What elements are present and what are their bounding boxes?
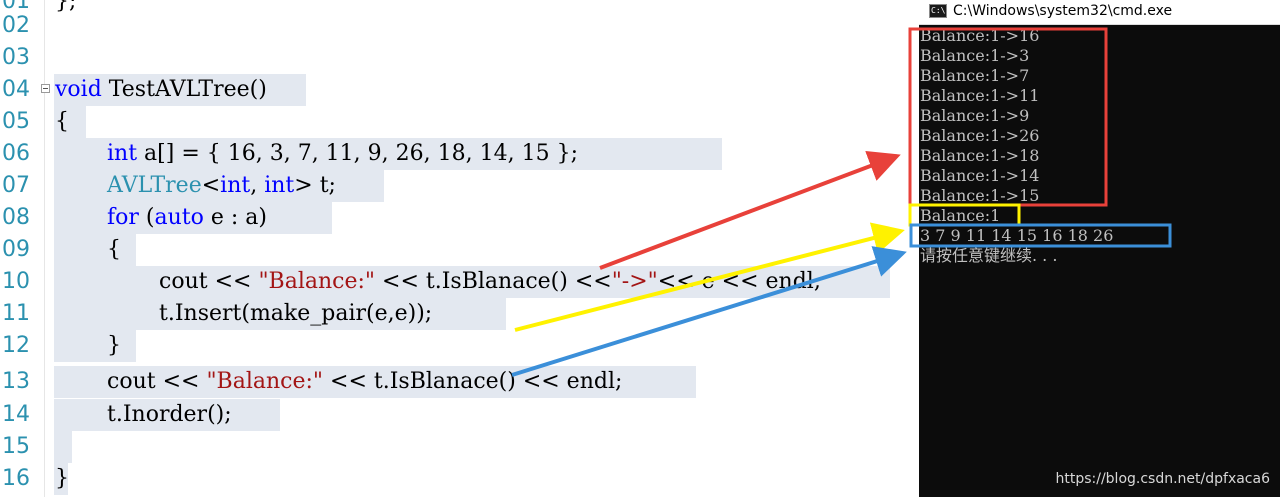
code-text: AVLTree<int, int> t;	[107, 173, 336, 198]
line-number: 08	[2, 205, 30, 230]
code-text: cout << "Balance:" << t.IsBlanace() <<"-…	[159, 269, 822, 294]
line-number: 13	[2, 369, 30, 394]
code-editor[interactable]: 01 }; 02 03 04 void TestAVLTree() 05 { 0…	[0, 0, 920, 497]
console-output-line: Balance:1->18	[920, 146, 1040, 165]
code-line-11: 11 t.Insert(make_pair(e,e));	[0, 298, 920, 330]
line-number: 06	[2, 141, 30, 166]
console-output-line: Balance:1->7	[920, 66, 1030, 85]
console-output-line: 3 7 9 11 14 15 16 18 26	[920, 226, 1114, 245]
code-line-09: 09 {	[0, 234, 920, 266]
code-line-01: 01 };	[0, 0, 920, 18]
line-highlight	[54, 234, 136, 266]
cmd-window[interactable]: C:\ C:\Windows\system32\cmd.exe Balance:…	[919, 0, 1280, 497]
line-number: 16	[2, 466, 30, 491]
line-number: 11	[2, 301, 30, 326]
watermark: https://blog.csdn.net/dpfxaca6	[1055, 471, 1270, 487]
code-line-03: 03	[0, 42, 920, 74]
code-line-14: 14 t.Inorder();	[0, 399, 920, 431]
code-line-07: 07 AVLTree<int, int> t;	[0, 170, 920, 202]
code-line-15: 15	[0, 431, 920, 463]
line-highlight	[54, 202, 332, 234]
line-number: 15	[2, 434, 30, 459]
line-number: 09	[2, 237, 30, 262]
console-prompt-line: 请按任意键继续. . .	[920, 246, 1058, 265]
code-text: cout << "Balance:" << t.IsBlanace() << e…	[107, 369, 623, 394]
code-line-12: 12 }	[0, 330, 920, 362]
line-number: 14	[2, 402, 30, 427]
window-title: C:\Windows\system32\cmd.exe	[953, 3, 1173, 19]
line-number: 05	[2, 109, 30, 134]
code-text: }	[55, 466, 69, 491]
line-highlight	[54, 106, 86, 138]
line-highlight	[54, 330, 136, 362]
code-line-16: 16 }	[0, 463, 920, 495]
console-output-line: Balance:1->3	[920, 46, 1030, 65]
code-text: int a[] = { 16, 3, 7, 11, 9, 26, 18, 14,…	[107, 141, 578, 166]
code-line-10: 10 cout << "Balance:" << t.IsBlanace() <…	[0, 266, 920, 298]
line-highlight	[54, 463, 68, 495]
code-text: };	[55, 0, 77, 14]
line-highlight	[54, 298, 506, 330]
code-text: {	[55, 109, 69, 134]
line-highlight	[54, 399, 280, 431]
code-text: t.Inorder();	[107, 402, 232, 427]
console-output-line: Balance:1->11	[920, 86, 1040, 105]
line-highlight	[54, 74, 306, 106]
code-line-02: 02	[0, 10, 920, 42]
collapse-toggle-icon[interactable]	[41, 84, 50, 93]
line-number: 04	[2, 77, 30, 102]
line-number: 10	[2, 269, 30, 294]
console-output-line: Balance:1->14	[920, 166, 1040, 185]
console-output-line: Balance:1	[920, 206, 1001, 225]
code-line-13: 13 cout << "Balance:" << t.IsBlanace() <…	[0, 366, 920, 398]
line-number: 01	[2, 0, 30, 14]
line-highlight	[54, 431, 72, 463]
code-line-06: 06 int a[] = { 16, 3, 7, 11, 9, 26, 18, …	[0, 138, 920, 170]
code-text: {	[107, 237, 121, 262]
cmd-titlebar[interactable]: C:\ C:\Windows\system32\cmd.exe	[919, 0, 1280, 25]
code-text: }	[107, 333, 121, 358]
console-output-line: Balance:1->16	[920, 26, 1040, 45]
line-highlight	[54, 170, 384, 202]
code-text: t.Insert(make_pair(e,e));	[159, 301, 433, 326]
code-line-04: 04 void TestAVLTree()	[0, 74, 920, 106]
gutter-separator	[44, 0, 45, 497]
code-text: for (auto e : a)	[107, 205, 267, 230]
cmd-icon: C:\	[929, 4, 947, 18]
line-number: 03	[2, 45, 30, 70]
console-output-line: Balance:1->15	[920, 186, 1040, 205]
code-text: void TestAVLTree()	[55, 77, 267, 102]
code-line-05: 05 {	[0, 106, 920, 138]
line-number: 02	[2, 13, 30, 38]
console-output-line: Balance:1->9	[920, 106, 1030, 125]
line-number: 07	[2, 173, 30, 198]
line-number: 12	[2, 333, 30, 358]
code-line-08: 08 for (auto e : a)	[0, 202, 920, 234]
console-output-line: Balance:1->26	[920, 126, 1040, 145]
